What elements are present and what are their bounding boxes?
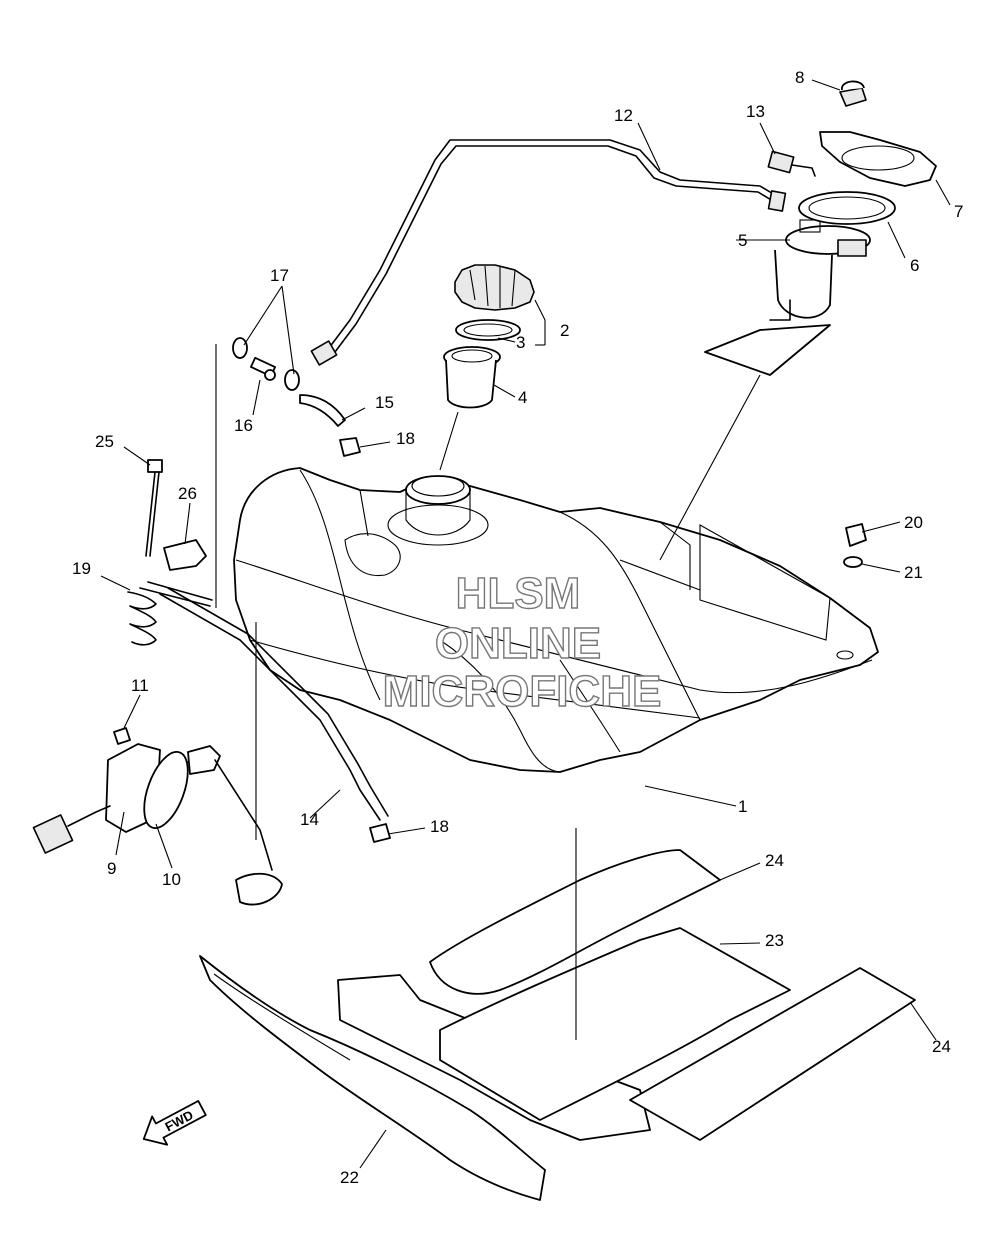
- hose-clip-lower[interactable]: [284, 369, 300, 391]
- callout-8: 8: [795, 68, 804, 87]
- callout-7: 7: [954, 202, 963, 221]
- callout-13: 13: [746, 102, 765, 121]
- callout-5: 5: [738, 231, 747, 250]
- callout-25: 25: [95, 432, 114, 451]
- leader-lines: [100, 79, 951, 1169]
- quick-connector[interactable]: [767, 150, 816, 177]
- cap-nut[interactable]: [839, 80, 867, 107]
- damper-sheet-center[interactable]: [429, 849, 791, 1121]
- callout-18-lower: 18: [430, 817, 449, 836]
- callout-24-lower: 24: [932, 1037, 951, 1056]
- callout-12: 12: [614, 106, 633, 125]
- fuel-hose[interactable]: [310, 139, 787, 366]
- callout-11: 11: [131, 676, 149, 695]
- pump-retainer-plate[interactable]: [819, 131, 937, 187]
- callout-3: 3: [516, 333, 525, 352]
- callout-15: 15: [375, 393, 394, 412]
- sender-o-ring[interactable]: [135, 746, 196, 833]
- callout-24-upper: 24: [765, 851, 784, 870]
- callout-9: 9: [107, 859, 116, 878]
- cable-tie[interactable]: [145, 459, 163, 557]
- watermark-line-3: MICROFICHE: [383, 667, 662, 716]
- hose-joint[interactable]: [250, 356, 276, 381]
- breather-hose[interactable]: [299, 394, 346, 427]
- callout-1: 1: [738, 797, 747, 816]
- hose-clip-upper[interactable]: [232, 337, 248, 359]
- callout-6: 6: [910, 256, 919, 275]
- callout-22: 22: [340, 1168, 359, 1187]
- callout-16: 16: [234, 416, 253, 435]
- drain-hose[interactable]: [159, 587, 389, 821]
- tank-washer[interactable]: [843, 556, 863, 568]
- callout-14: 14: [300, 810, 319, 829]
- fuel-cap[interactable]: [454, 264, 535, 311]
- hose-clamp-lower[interactable]: [369, 823, 391, 843]
- forward-arrow-icon: FWD: [142, 1100, 207, 1146]
- sender-screw[interactable]: [113, 727, 131, 745]
- coil-hose[interactable]: [127, 581, 213, 646]
- callout-21: 21: [904, 563, 923, 582]
- callout-18-upper: 18: [396, 429, 415, 448]
- fuel-pump[interactable]: [704, 219, 871, 376]
- callout-23: 23: [765, 931, 784, 950]
- callout-20: 20: [904, 513, 923, 532]
- damper-sheet-right[interactable]: [629, 967, 916, 1141]
- cap-gasket[interactable]: [455, 319, 521, 341]
- callout-2: 2: [560, 321, 569, 340]
- callout-labels: 1 2 3 4 5 6 7 8 9 10 11 12 13 14 15 16 1…: [72, 68, 963, 1187]
- callout-26: 26: [178, 484, 197, 503]
- fuel-tank[interactable]: [233, 467, 879, 773]
- pump-gasket[interactable]: [798, 191, 896, 225]
- callout-19: 19: [72, 559, 91, 578]
- callout-10: 10: [162, 870, 181, 889]
- watermark-line-1: HLSM: [456, 569, 581, 618]
- watermark-line-2: ONLINE: [435, 619, 601, 668]
- hose-holder[interactable]: [163, 539, 207, 571]
- tank-nut[interactable]: [845, 523, 867, 547]
- callout-17: 17: [270, 266, 289, 285]
- callout-4: 4: [518, 388, 527, 407]
- filler-neck[interactable]: [443, 346, 501, 409]
- tank-protector[interactable]: [199, 955, 546, 1201]
- watermark: HLSM ONLINE MICROFICHE: [382, 568, 662, 716]
- hose-clamp-upper[interactable]: [339, 437, 361, 457]
